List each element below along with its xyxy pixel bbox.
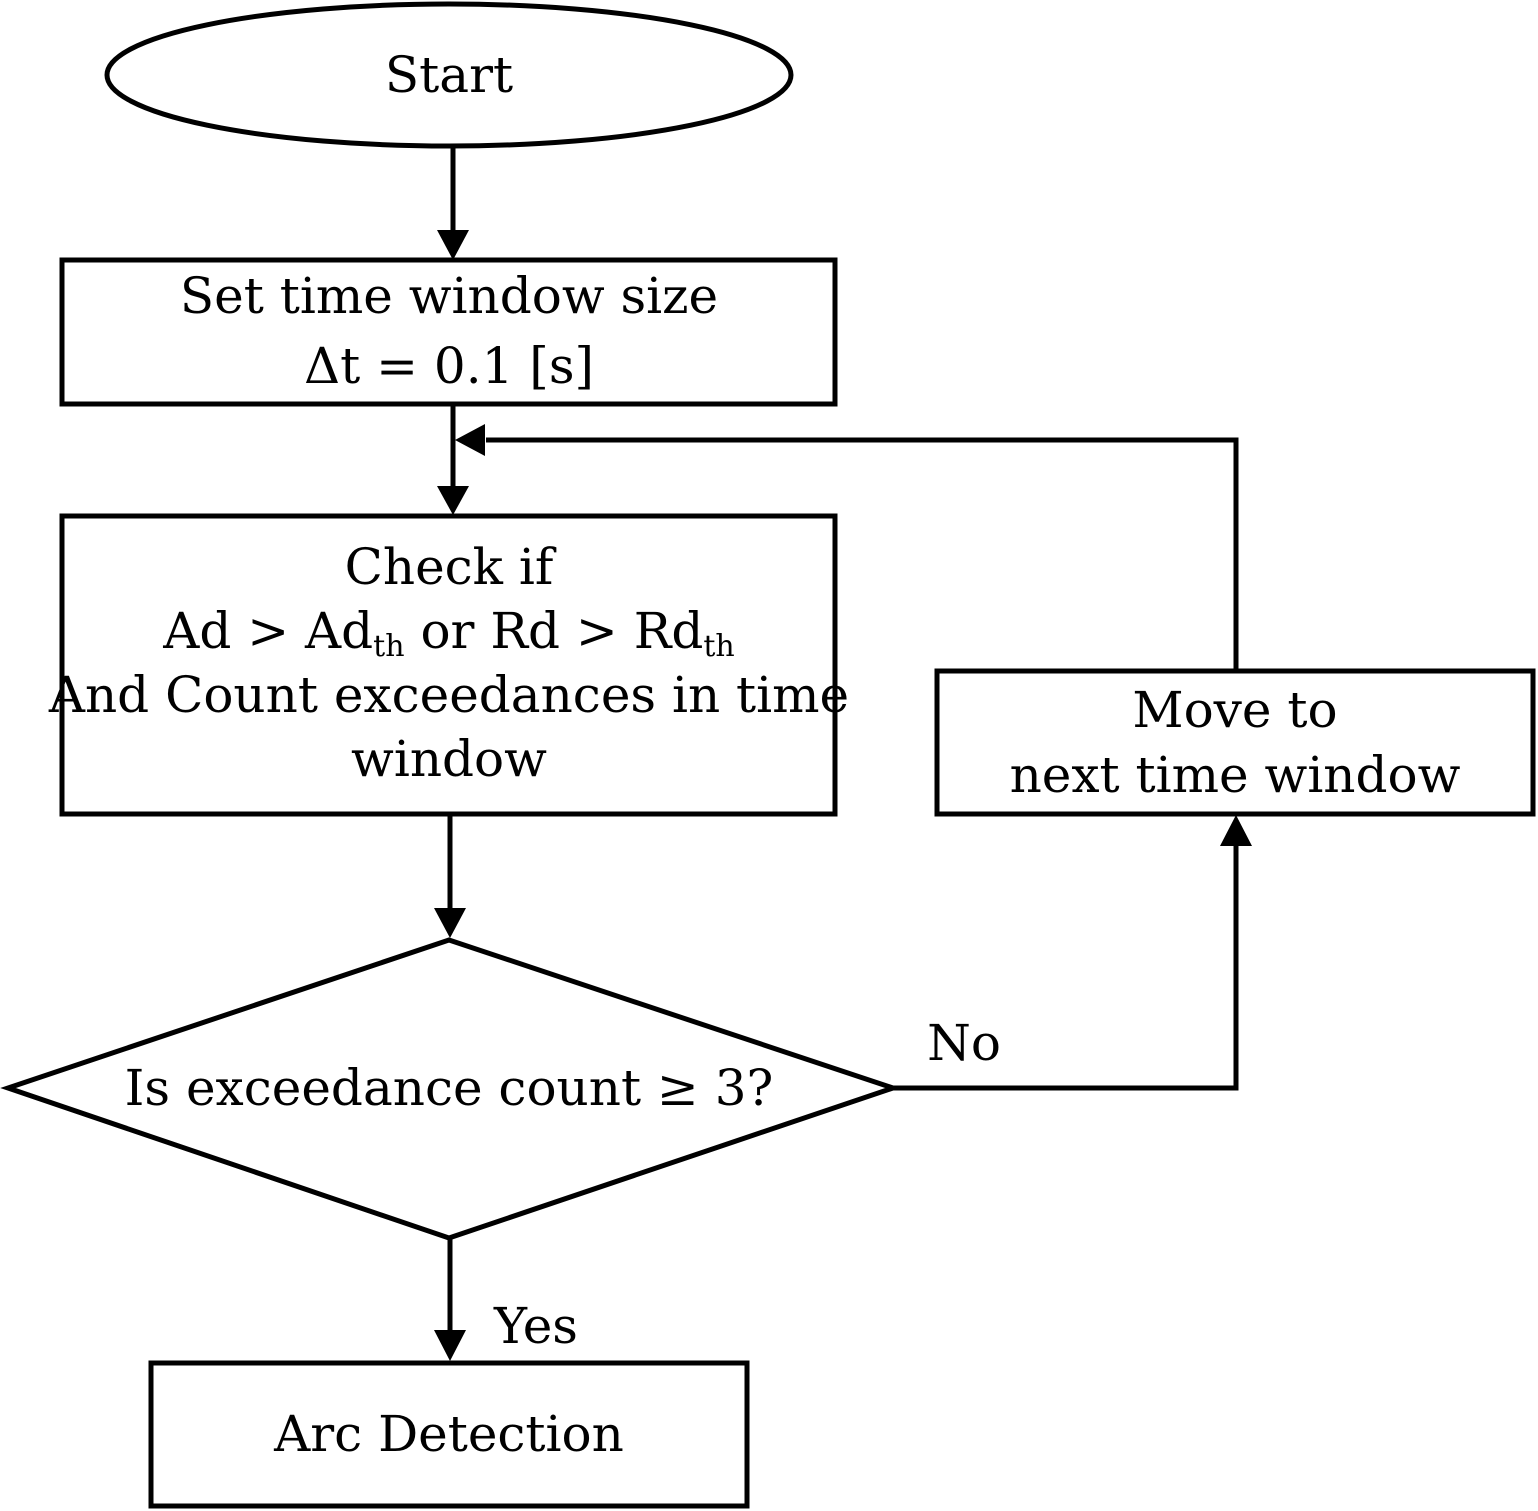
no-label: No <box>927 1014 1001 1072</box>
check-line4: window <box>351 730 547 788</box>
arrowhead <box>455 424 485 456</box>
arrowhead <box>437 486 469 515</box>
decision-node: Is exceedance count ≥ 3? <box>0 937 901 1241</box>
check-cond-or: or Rd > Rd <box>405 602 704 660</box>
check-cond-a-sub: th <box>373 629 404 664</box>
edge-start-to-set-window <box>437 146 469 260</box>
arc-detection-label: Arc Detection <box>273 1405 624 1463</box>
set-window-node: Set time window size Δt = 0.1 [s] <box>59 257 838 407</box>
move-line2: next time window <box>1010 746 1461 804</box>
edge-decision-yes-to-arc: Yes <box>434 1238 578 1361</box>
edge-set-window-to-check <box>437 404 469 515</box>
move-node: Move to next time window <box>934 668 1536 817</box>
check-node: Check if Ad > Adth or Rd > Rdth And Coun… <box>48 513 849 817</box>
check-line1: Check if <box>345 538 557 596</box>
edge-move-loop-back <box>455 424 1239 671</box>
arrowhead <box>437 230 469 260</box>
arrowhead <box>1220 815 1252 846</box>
yes-label: Yes <box>493 1297 578 1355</box>
move-line1: Move to <box>1132 681 1337 739</box>
set-window-line1: Set time window size <box>180 267 718 325</box>
edge-decision-no-to-move: No <box>893 815 1252 1091</box>
check-cond-a: Ad > Ad <box>162 602 373 660</box>
arrowhead <box>434 908 466 938</box>
start-label: Start <box>385 46 513 104</box>
decision-label: Is exceedance count ≥ 3? <box>125 1059 774 1117</box>
check-cond-b-sub: th <box>703 629 734 664</box>
arrowhead <box>434 1330 466 1361</box>
start-ellipse <box>104 1 794 149</box>
start-node: Start <box>104 1 794 149</box>
set-window-line2: Δt = 0.1 [s] <box>304 337 594 395</box>
move-box <box>934 668 1536 817</box>
edge-check-to-decision <box>434 814 466 938</box>
set-window-box <box>59 257 838 407</box>
check-line3: And Count exceedances in time <box>48 666 849 724</box>
arc-detection-node: Arc Detection <box>148 1360 750 1509</box>
arc-detection-box <box>148 1360 750 1509</box>
check-line2: Ad > Adth or Rd > Rdth <box>162 602 734 664</box>
